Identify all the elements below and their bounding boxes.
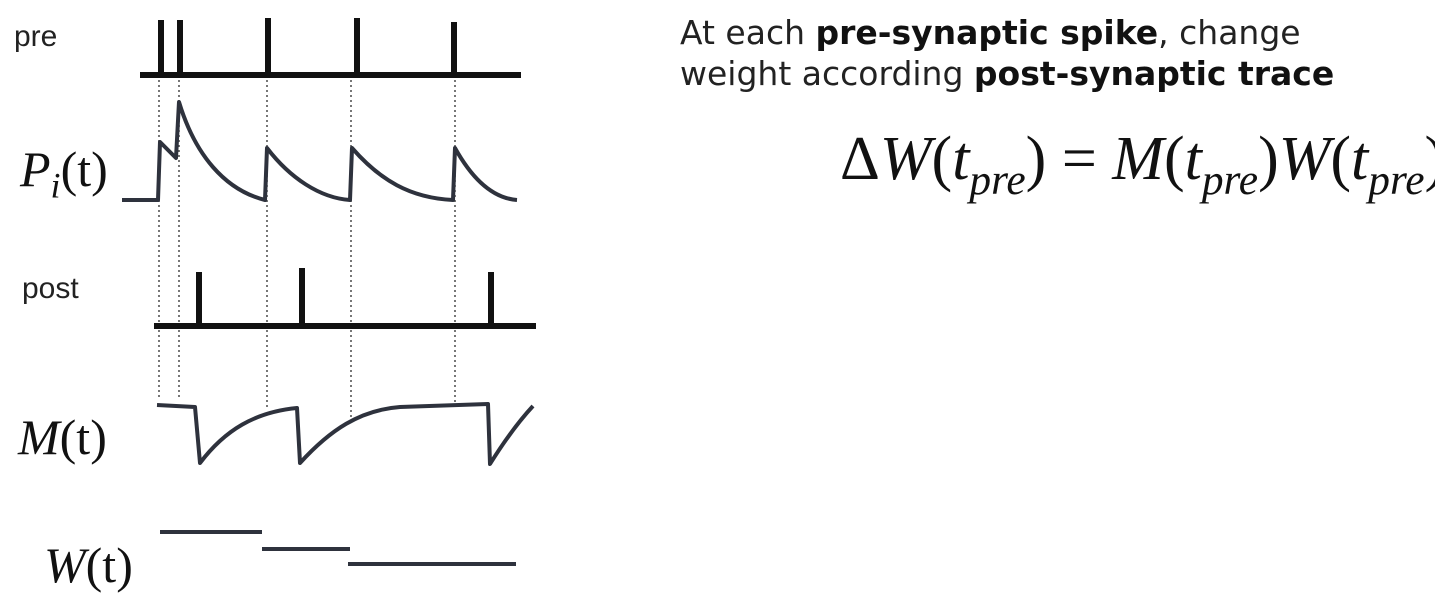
postsynaptic-trace-curve xyxy=(156,402,535,466)
postsynaptic-trace-label: M(t) xyxy=(18,408,107,466)
eq-paren: ( xyxy=(931,125,953,193)
pre-label: pre xyxy=(14,20,58,53)
eq-sub: pre xyxy=(1201,156,1259,205)
w-arg: (t) xyxy=(85,537,133,593)
w-symbol: W xyxy=(44,537,86,593)
weight-staircase xyxy=(160,530,516,566)
eq-paren: ( xyxy=(1163,125,1185,193)
pre-spike-train xyxy=(140,18,521,78)
m-arg: (t) xyxy=(59,409,107,465)
eq-paren: ( xyxy=(1330,125,1352,193)
p-arg: (t) xyxy=(60,141,108,197)
rule-line-1-prefix: At each xyxy=(680,13,816,52)
eq-sub: pre xyxy=(969,156,1026,205)
eq-equals: = xyxy=(1046,125,1113,193)
presynaptic-trace-curve xyxy=(122,100,518,202)
eq-t: t xyxy=(1184,125,1202,193)
weight-update-equation: ΔW(tpre) = M(tpre)W(tpre) xyxy=(840,124,1435,202)
post-label: post xyxy=(22,272,79,305)
eq-delta: Δ xyxy=(840,125,880,193)
guide-lines xyxy=(158,75,456,420)
p-symbol: P xyxy=(20,141,51,197)
eq-paren: ) xyxy=(1258,125,1279,193)
eq-w-symbol: W xyxy=(1278,125,1331,193)
eq-sub: pre xyxy=(1368,156,1425,205)
rule-line-1-suffix: , change xyxy=(1158,13,1301,52)
post-spike-train xyxy=(154,268,536,329)
rule-line-2-bold: post-synaptic trace xyxy=(973,54,1335,94)
eq-paren: ) xyxy=(1425,125,1435,193)
rule-line-1: At each pre-synaptic spike, change xyxy=(680,12,1334,53)
eq-m-symbol: M xyxy=(1112,125,1164,193)
eq-t: t xyxy=(952,125,970,193)
rule-line-1-bold: pre-synaptic spike xyxy=(815,13,1159,52)
rule-line-2: weight according post-synaptic trace xyxy=(680,53,1334,94)
eq-paren: ) xyxy=(1025,125,1047,193)
m-symbol: M xyxy=(18,409,60,465)
eq-t: t xyxy=(1351,125,1369,193)
eq-lhs-symbol: W xyxy=(879,125,932,193)
rule-line-2-prefix: weight according xyxy=(680,54,974,94)
p-subscript: i xyxy=(50,165,61,206)
presynaptic-trace-label: Pi(t) xyxy=(20,140,108,204)
spike-trace-diagram xyxy=(122,18,536,566)
weight-label: W(t) xyxy=(44,536,133,594)
learning-rule-description: At each pre-synaptic spike, change weigh… xyxy=(680,12,1334,95)
